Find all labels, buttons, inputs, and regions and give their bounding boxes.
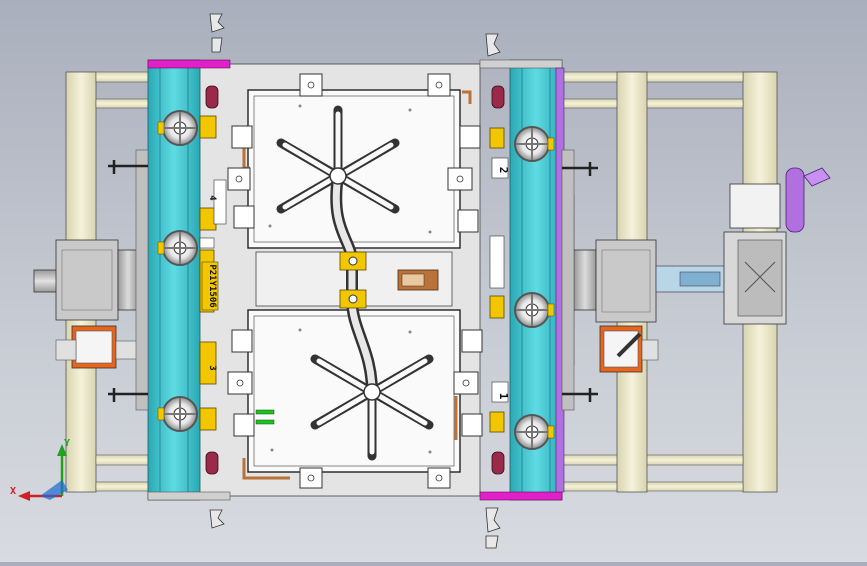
green-indicator: [255, 409, 275, 415]
triad-y-label: Y: [64, 438, 70, 449]
part-code-label: P21Y1506: [207, 264, 217, 307]
maroon-rollers: [205, 85, 505, 475]
toggle-levers: [108, 160, 598, 402]
station-label-2: 2: [497, 167, 510, 174]
coordinate-triad: X Y: [10, 438, 74, 508]
station-label-4: 4: [207, 195, 217, 201]
triad-z-axis: [40, 480, 68, 500]
station-label-3: 3: [207, 365, 217, 370]
heating-element-top-inner: [282, 111, 394, 210]
heating-element-bottom-inner: [316, 358, 428, 455]
right-drive-unit: [561, 167, 831, 373]
locating-wheels: [157, 110, 555, 450]
triad-x-label: X: [10, 486, 16, 497]
die-plate-bottom: [247, 309, 461, 473]
station-label-1: 1: [497, 393, 510, 400]
edge-clips: [209, 13, 501, 549]
